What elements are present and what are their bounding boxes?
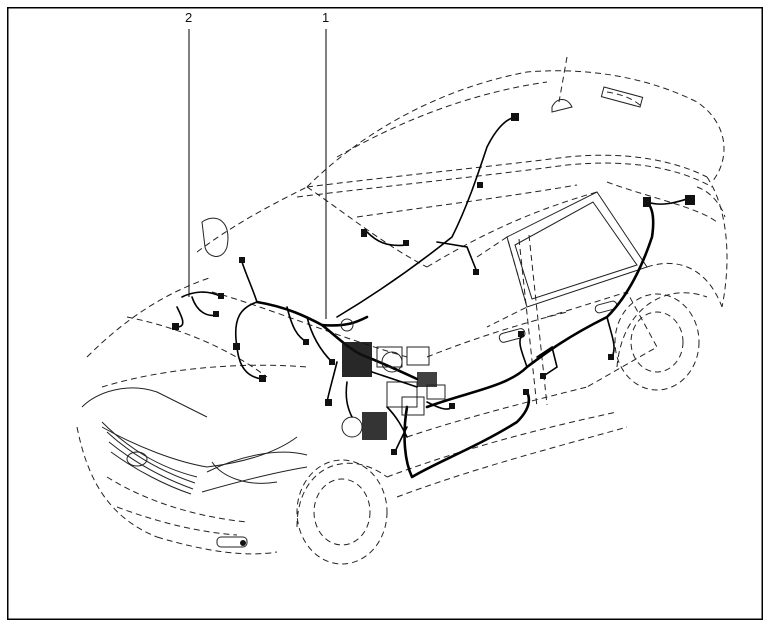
harness-connectors	[172, 113, 695, 455]
car-wiring-diagram: 2 1	[7, 7, 763, 620]
engine-component-cluster	[326, 342, 453, 453]
wiring-harness	[172, 113, 695, 479]
callout-1-group: 1	[322, 10, 329, 319]
callout-1-label: 1	[322, 10, 329, 25]
car-body-outline	[76, 56, 728, 565]
figure-frame: 2 1	[7, 7, 763, 620]
side-mirror	[201, 217, 229, 257]
frame-border	[7, 7, 763, 620]
callout-2-group: 2	[185, 10, 192, 297]
brand-logo-icon	[126, 451, 148, 467]
callout-2-label: 2	[185, 10, 192, 25]
